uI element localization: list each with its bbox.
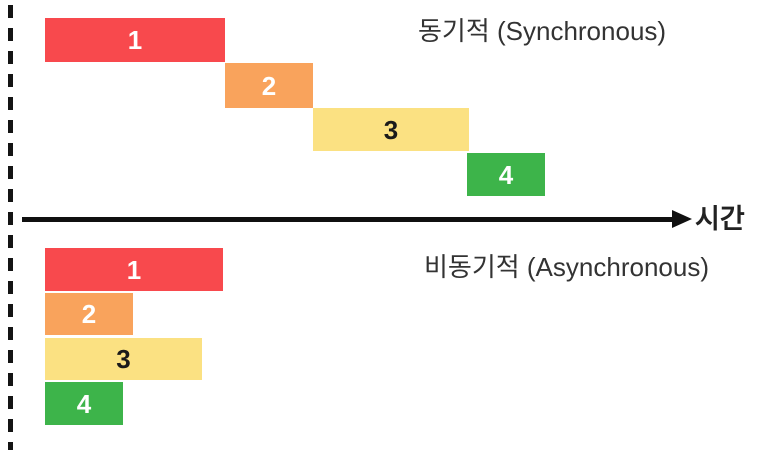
- synchronous-section-title: 동기적 (Synchronous): [418, 16, 667, 46]
- async-task-bar-1: 1: [45, 248, 223, 291]
- sync-task-bar-2: 2: [225, 63, 313, 108]
- sync-task-bar-1: 1: [45, 18, 225, 62]
- time-axis-arrowhead-icon: [672, 210, 692, 228]
- sync-task-bar-4: 4: [467, 153, 545, 196]
- async-task-bar-4: 4: [45, 382, 123, 425]
- time-axis-line: [22, 217, 677, 222]
- async-task-bar-2: 2: [45, 293, 133, 335]
- start-dashed-line: [8, 5, 13, 450]
- time-axis-label: 시간: [695, 204, 745, 234]
- sync-task-bar-3: 3: [313, 108, 469, 151]
- async-task-bar-3: 3: [45, 338, 202, 380]
- asynchronous-section-title: 비동기적 (Asynchronous): [424, 252, 709, 282]
